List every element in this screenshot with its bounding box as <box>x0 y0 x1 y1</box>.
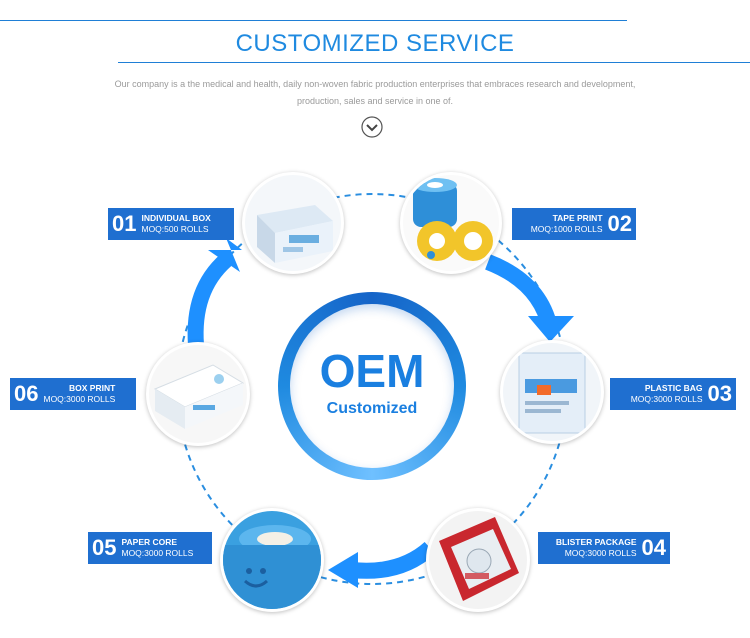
arrow-06-to-01-head <box>208 238 242 272</box>
item-number: 02 <box>607 211 632 236</box>
plastic-bag-image <box>500 340 604 444</box>
item-name: TAPE PRINT <box>552 213 603 223</box>
item-number: 03 <box>707 381 732 406</box>
paper-core-image <box>220 508 324 612</box>
description-line-1: Our company is a the medical and health,… <box>114 79 636 89</box>
oem-inner-circle <box>290 304 454 468</box>
item-moq: MOQ:3000 ROLLS <box>630 394 703 404</box>
item-moq: MOQ:3000 ROLLS <box>121 548 194 558</box>
chevron-down-circle-icon[interactable] <box>361 116 383 138</box>
company-description: Our company is a the medical and health,… <box>90 76 660 110</box>
item-name: BLISTER PACKAGE <box>555 537 637 547</box>
item-label-02: TAPE PRINT MOQ:1000 ROLLS 02 <box>512 208 636 240</box>
individual-box-image <box>242 172 344 274</box>
item-number: 04 <box>641 535 666 560</box>
item-moq: MOQ:3000 ROLLS <box>564 548 637 558</box>
item-moq: MOQ:3000 ROLLS <box>43 394 116 404</box>
item-label-04: BLISTER PACKAGE MOQ:3000 ROLLS 04 <box>538 532 670 564</box>
arrow-06-to-01 <box>187 254 232 346</box>
item-moq: MOQ:500 ROLLS <box>141 224 209 234</box>
arrow-02-to-03-head <box>528 316 574 342</box>
item-number: 05 <box>92 535 117 560</box>
header-top-rule <box>0 20 627 21</box>
item-name: PLASTIC BAG <box>644 383 703 393</box>
page-title: CUSTOMIZED SERVICE <box>235 30 515 57</box>
item-label-01: 01 INDIVIDUAL BOX MOQ:500 ROLLS <box>108 208 234 240</box>
oem-subtitle: Customized <box>326 400 418 417</box>
box-print-image <box>146 342 250 446</box>
tape-print-image <box>400 172 502 274</box>
item-label-03: PLASTIC BAG MOQ:3000 ROLLS 03 <box>610 378 736 410</box>
blister-package-image <box>426 508 530 612</box>
arrow-04-to-05 <box>351 541 436 579</box>
header-bottom-rule <box>118 62 750 63</box>
item-label-05: 05 PAPER CORE MOQ:3000 ROLLS <box>88 532 212 564</box>
item-number: 06 <box>14 381 39 406</box>
item-label-06: 06 BOX PRINT MOQ:3000 ROLLS <box>10 378 136 410</box>
item-number: 01 <box>112 211 137 236</box>
item-name: PAPER CORE <box>121 537 178 547</box>
description-line-2: production, sales and service in one of. <box>296 96 454 106</box>
oem-title: OEM <box>319 345 425 397</box>
item-name: BOX PRINT <box>69 383 116 393</box>
arrow-04-to-05-head <box>328 552 358 588</box>
item-name: INDIVIDUAL BOX <box>141 213 211 223</box>
item-moq: MOQ:1000 ROLLS <box>530 224 603 234</box>
